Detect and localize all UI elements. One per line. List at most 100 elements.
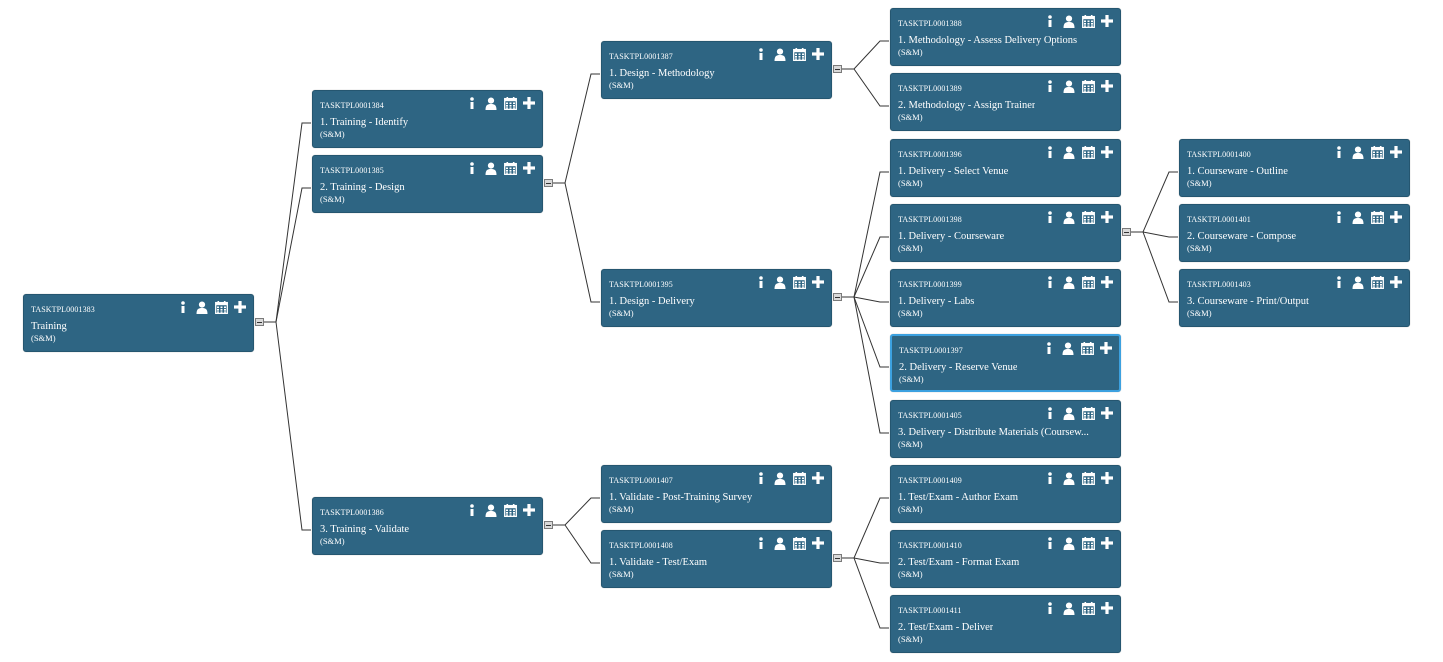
info-icon[interactable]	[176, 300, 190, 314]
calendar-icon[interactable]	[503, 96, 517, 110]
calendar-icon[interactable]	[1370, 145, 1384, 159]
user-icon[interactable]	[1062, 145, 1076, 159]
plus-icon[interactable]	[1389, 210, 1403, 224]
calendar-icon[interactable]	[1081, 601, 1095, 615]
plus-icon[interactable]	[1100, 14, 1114, 28]
info-icon[interactable]	[465, 96, 479, 110]
plus-icon[interactable]	[1100, 145, 1114, 159]
plus-icon[interactable]	[811, 536, 825, 550]
calendar-icon[interactable]	[1081, 145, 1095, 159]
info-icon[interactable]	[1332, 275, 1346, 289]
user-icon[interactable]	[773, 536, 787, 550]
info-icon[interactable]	[465, 161, 479, 175]
user-icon[interactable]	[484, 161, 498, 175]
calendar-icon[interactable]	[214, 300, 228, 314]
plus-icon[interactable]	[233, 300, 247, 314]
info-icon[interactable]	[754, 536, 768, 550]
calendar-icon[interactable]	[1370, 275, 1384, 289]
calendar-icon[interactable]	[1081, 210, 1095, 224]
calendar-icon[interactable]	[792, 536, 806, 550]
user-icon[interactable]	[195, 300, 209, 314]
calendar-icon[interactable]	[1081, 406, 1095, 420]
plus-icon[interactable]	[811, 275, 825, 289]
plus-icon[interactable]	[1100, 536, 1114, 550]
collapse-toggle[interactable]	[255, 318, 264, 326]
plus-icon[interactable]	[1100, 601, 1114, 615]
collapse-toggle[interactable]	[1122, 228, 1131, 236]
user-icon[interactable]	[484, 503, 498, 517]
info-icon[interactable]	[1043, 471, 1057, 485]
user-icon[interactable]	[1061, 341, 1075, 355]
user-icon[interactable]	[1351, 145, 1365, 159]
user-icon[interactable]	[1062, 601, 1076, 615]
plus-icon[interactable]	[522, 161, 536, 175]
info-icon[interactable]	[1042, 341, 1056, 355]
info-icon[interactable]	[1043, 275, 1057, 289]
user-icon[interactable]	[1062, 275, 1076, 289]
user-icon[interactable]	[484, 96, 498, 110]
calendar-icon[interactable]	[1081, 275, 1095, 289]
plus-icon[interactable]	[1100, 79, 1114, 93]
plus-icon[interactable]	[1389, 275, 1403, 289]
info-icon[interactable]	[1043, 79, 1057, 93]
plus-icon[interactable]	[1100, 275, 1114, 289]
user-icon[interactable]	[1062, 471, 1076, 485]
calendar-icon[interactable]	[1081, 536, 1095, 550]
calendar-icon[interactable]	[1370, 210, 1384, 224]
info-icon[interactable]	[1043, 145, 1057, 159]
user-icon[interactable]	[1062, 14, 1076, 28]
plus-icon[interactable]	[811, 47, 825, 61]
info-icon[interactable]	[1043, 536, 1057, 550]
plus-icon[interactable]	[1100, 406, 1114, 420]
calendar-icon[interactable]	[503, 503, 517, 517]
collapse-toggle[interactable]	[833, 293, 842, 301]
user-icon[interactable]	[773, 275, 787, 289]
info-icon[interactable]	[1043, 210, 1057, 224]
user-icon[interactable]	[773, 471, 787, 485]
user-icon[interactable]	[1062, 406, 1076, 420]
user-icon[interactable]	[1062, 210, 1076, 224]
user-icon[interactable]	[1351, 210, 1365, 224]
plus-icon[interactable]	[1100, 471, 1114, 485]
info-icon[interactable]	[754, 47, 768, 61]
collapse-toggle[interactable]	[833, 65, 842, 73]
info-icon[interactable]	[1332, 145, 1346, 159]
plus-icon[interactable]	[1100, 210, 1114, 224]
info-icon[interactable]	[1043, 406, 1057, 420]
calendar-icon[interactable]	[1081, 79, 1095, 93]
plus-icon[interactable]	[811, 471, 825, 485]
calendar-icon[interactable]	[1081, 471, 1095, 485]
user-icon[interactable]	[773, 47, 787, 61]
info-icon[interactable]	[1332, 210, 1346, 224]
plus-icon[interactable]	[522, 96, 536, 110]
calendar-icon[interactable]	[792, 275, 806, 289]
info-icon[interactable]	[754, 275, 768, 289]
collapse-toggle[interactable]	[544, 179, 553, 187]
collapse-toggle[interactable]	[544, 521, 553, 529]
plus-icon[interactable]	[1389, 145, 1403, 159]
info-icon[interactable]	[1043, 14, 1057, 28]
calendar-icon[interactable]	[792, 47, 806, 61]
plus-icon[interactable]	[522, 503, 536, 517]
user-icon[interactable]	[1351, 275, 1365, 289]
info-icon[interactable]	[465, 503, 479, 517]
collapse-toggle[interactable]	[833, 554, 842, 562]
